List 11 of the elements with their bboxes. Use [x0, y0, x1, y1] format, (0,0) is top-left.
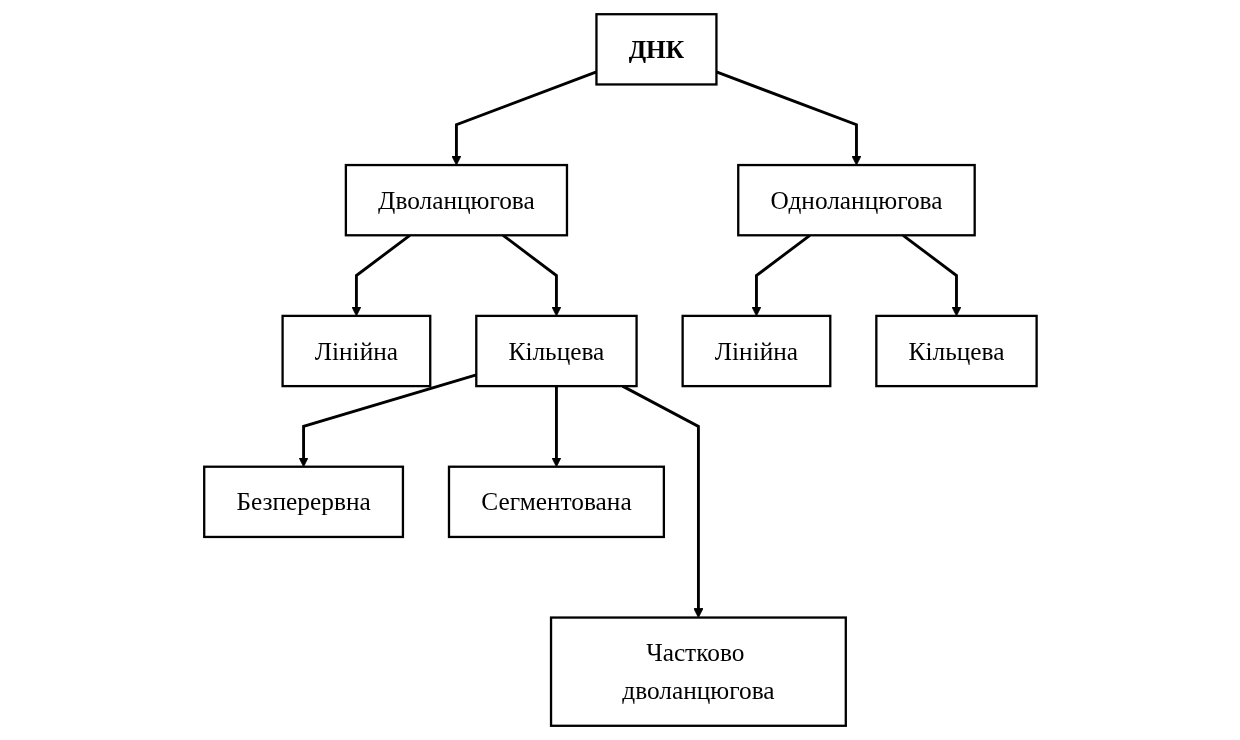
node-box: Одноланцюгова — [736, 163, 976, 237]
arrow — [450, 70, 597, 166]
node-box: Частково дволанцюгова — [549, 616, 847, 727]
node-box: Лінійна — [681, 314, 831, 388]
node-box: Безперервна — [202, 465, 404, 539]
node-box: Кільцева — [474, 314, 638, 388]
node-box: ДНК — [594, 13, 718, 86]
node-box: Дволанцюгова — [344, 163, 568, 237]
node-box: Сегментована — [447, 465, 665, 539]
node-box: Кільцева — [874, 314, 1038, 388]
node-box: Лінійна — [281, 314, 431, 388]
